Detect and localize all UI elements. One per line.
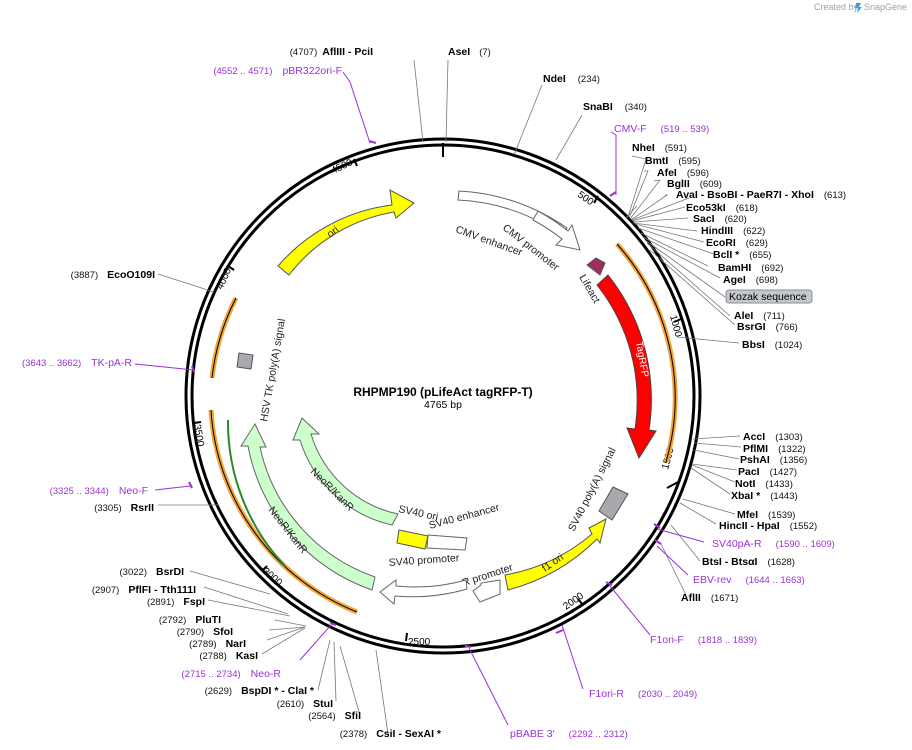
site-ecoRI[interactable]: EcoRI(629) [706, 237, 768, 249]
site-bmtI[interactable]: BmtI(595) [645, 155, 701, 167]
primer-ebv-rev[interactable]: EBV-rev(1644 .. 1663) [693, 574, 805, 586]
feature-label-lifeact: Lifeact [576, 273, 602, 306]
primer-sv40pa-r[interactable]: SV40pA-R(1590 .. 1609) [712, 538, 835, 550]
primer-f1ori-f[interactable]: F1ori-F(1818 .. 1839) [650, 634, 757, 646]
site-eco53kI[interactable]: Eco53kI(618) [686, 202, 758, 214]
plasmid-name: RHPMP190 (pLifeAct tagRFP-T) [353, 385, 532, 399]
site-fspI[interactable]: (2891)FspI [147, 596, 205, 608]
site-bglII[interactable]: BglII(609) [667, 178, 722, 190]
feature-label-sv40-promoter: SV40 promoter [388, 552, 460, 569]
feature-label-neor-kanr-inner: NeoR/KanR [308, 466, 356, 514]
site-btsI[interactable]: BtsI - BtsαI(1628) [702, 556, 795, 568]
plasmid-size: 4765 bp [424, 399, 462, 411]
primer-neo-f[interactable]: (3325 .. 3344)Neo-F [50, 485, 148, 497]
site-afeI[interactable]: AfeI(596) [657, 167, 709, 179]
site-bbsI[interactable]: BbsI(1024) [742, 339, 802, 351]
orf-arcs [208, 242, 678, 615]
primer-cmv-f[interactable]: CMV-F(519 .. 539) [614, 123, 709, 135]
site-aflIII-pciI[interactable]: (4707)AflIII - PciI [290, 46, 373, 58]
site-pluTI[interactable]: (2792)PluTI [159, 614, 221, 626]
primer-tk-pa-r[interactable]: (3643 .. 3662)TK-pA-R [22, 357, 132, 369]
site-pacI[interactable]: PacI(1427) [738, 466, 797, 478]
site-hindIII[interactable]: HindIII(622) [701, 225, 765, 237]
primer-neo-r[interactable]: (2715 .. 2734)Neo-R [182, 668, 282, 680]
tick-label-3000: 3000 [260, 566, 284, 589]
feature-neor-kanr-outer[interactable] [240, 422, 376, 591]
site-accI[interactable]: AccI(1303) [743, 431, 803, 443]
primer-pbabe-3[interactable]: pBABE 3'(2292 .. 2312) [510, 728, 628, 740]
site-aflII[interactable]: AflII(1671) [681, 592, 738, 604]
site-bspDI-claI[interactable]: (2629)BspDI * - ClaI * [205, 685, 315, 697]
site-avaI-xhoI[interactable]: AvaI - BsoBI - PaeR7I - XhoI(613) [676, 189, 846, 201]
site-leader-lines [157, 59, 742, 735]
feature-hsv-tk-polya[interactable] [236, 352, 254, 370]
tick-label-500: 500 [575, 189, 595, 208]
tick-marks [193, 143, 682, 642]
feature-sv40-enhancer[interactable] [426, 534, 468, 551]
primer-pbr322ori-f[interactable]: (4552 .. 4571)pBR322ori-F [213, 65, 342, 77]
site-narI[interactable]: (2789)NarI [189, 638, 246, 650]
feature-label-sv40-enhancer: SV40 enhancer [428, 501, 502, 531]
site-pflFI-tth111I[interactable]: (2907)PflFI - Tth111I [92, 584, 196, 596]
feature-tagrfp[interactable] [596, 274, 657, 460]
site-kasI[interactable]: (2788)KasI [199, 650, 258, 662]
feature-label-sv40-ori: SV40 ori [397, 503, 439, 523]
site-xbaI[interactable]: XbaI *(1443) [731, 490, 798, 502]
site-stuI[interactable]: (2610)StuI [277, 698, 333, 710]
feature-neor-kanr-inner[interactable] [292, 417, 399, 526]
watermark-created-by: Created by [814, 2, 859, 12]
site-sacI[interactable]: SacI(620) [693, 213, 747, 225]
snapgene-logo-icon [855, 3, 862, 13]
primer-markers [134, 71, 705, 726]
site-sfoI[interactable]: (2790)SfoI [177, 626, 233, 638]
primer-f1ori-r[interactable]: F1ori-R(2030 .. 2049) [589, 688, 697, 700]
site-pshAI[interactable]: PshAI(1356) [740, 454, 807, 466]
feature-ampr-promoter[interactable] [472, 579, 501, 603]
kozak-sequence-tag[interactable]: Kozak sequence [725, 289, 813, 304]
feature-label-ori: ori [325, 224, 341, 241]
feature-lifeact[interactable] [586, 257, 606, 276]
site-csiI-sexAI[interactable]: (2378)CsiI - SexAI * [340, 728, 442, 740]
site-rsrII[interactable]: (3305)RsrII [94, 502, 154, 514]
site-notI[interactable]: NotI(1433) [735, 478, 793, 490]
site-bsrGI[interactable]: BsrGI(766) [737, 321, 798, 333]
feature-label-sv40-polya: SV40 poly(A) signal [566, 446, 619, 534]
feature-cmv-promoter[interactable] [532, 210, 581, 251]
site-aseI[interactable]: AseI(7) [448, 46, 491, 58]
watermark-brand: SnapGene [864, 2, 907, 12]
site-sfiI[interactable]: (2564)SfiI [308, 710, 361, 722]
feature-f1-ori[interactable] [504, 518, 607, 591]
feature-ori[interactable] [277, 189, 415, 276]
kozak-sequence-label: Kozak sequence [729, 291, 807, 303]
site-bclI[interactable]: BclI *(655) [713, 249, 771, 261]
site-bamHI[interactable]: BamHI(692) [718, 262, 783, 274]
site-ageI[interactable]: AgeI(698) [723, 274, 778, 286]
feature-sv40-polya[interactable] [598, 486, 629, 521]
site-ecoO109I[interactable]: (3887)EcoO109I [71, 269, 155, 281]
site-mfeI[interactable]: MfeI(1539) [737, 509, 795, 521]
site-hincII-hpaI[interactable]: HincII - HpaI(1552) [719, 520, 817, 532]
feature-sv40-ori[interactable] [396, 529, 429, 550]
site-nheI[interactable]: NheI(591) [632, 142, 687, 154]
tick-label-4500: 4500 [330, 157, 355, 177]
feature-sv40-promoter[interactable] [379, 579, 468, 605]
site-ndeI[interactable]: NdeI(234) [543, 73, 600, 85]
site-aleI[interactable]: AleI(711) [734, 310, 785, 322]
site-pflMI[interactable]: PflMI(1322) [743, 443, 806, 455]
site-snaBI[interactable]: SnaBI(340) [583, 101, 647, 113]
site-bsrDI[interactable]: (3022)BsrDI [120, 566, 185, 578]
tick-label-2500: 2500 [408, 637, 431, 648]
feature-label-hsv-tk-polya: HSV TK poly(A) signal [258, 318, 288, 423]
tick-label-3500: 3500 [191, 424, 206, 448]
